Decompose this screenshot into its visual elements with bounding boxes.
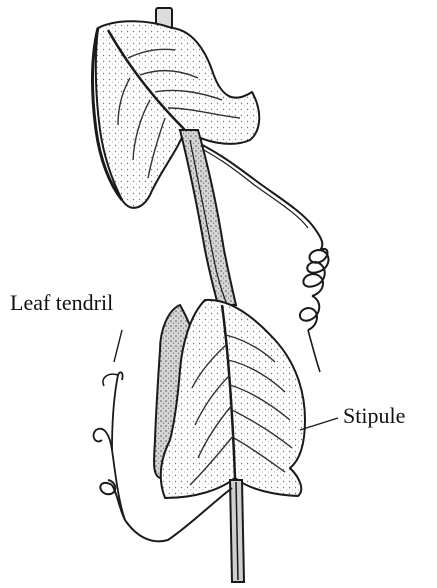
main-stem xyxy=(180,130,236,305)
lower-stem xyxy=(230,480,244,582)
leaf-tendril-label: Leaf tendril xyxy=(10,292,113,314)
stipule-label: Stipule xyxy=(343,405,405,427)
upper-stipule xyxy=(93,21,260,208)
lower-stipule xyxy=(154,300,305,498)
leaf-tendril-pointer xyxy=(114,330,122,362)
